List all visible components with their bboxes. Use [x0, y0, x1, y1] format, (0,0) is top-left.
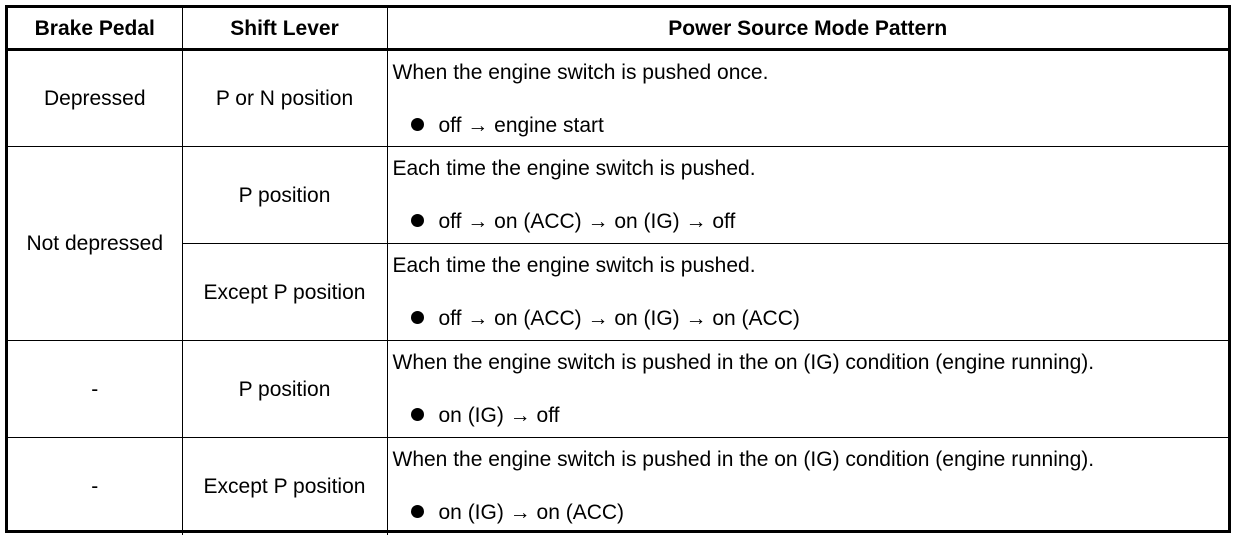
pattern-cell: When the engine switch is pushed in the … [386, 437, 1228, 535]
shift-lever-cell: Except P position [181, 243, 388, 341]
pattern-sequence-text: on (IG) → off [438, 404, 560, 427]
pattern-sequence: on (IG) → on (ACC) [410, 501, 625, 524]
table-row: - P position When the engine switch is p… [8, 340, 1228, 438]
power-source-mode-table-frame: Brake Pedal Shift Lever Power Source Mod… [5, 5, 1231, 535]
brake-pedal-cell: - [8, 437, 183, 535]
pattern-cell: When the engine switch is pushed in the … [386, 340, 1228, 438]
pattern-lead-text: When the engine switch is pushed once. [392, 61, 769, 84]
table-row: Depressed P or N position When the engin… [8, 49, 1228, 147]
power-source-mode-table: Brake Pedal Shift Lever Power Source Mod… [8, 8, 1228, 535]
pattern-sequence-text: off → on (ACC) → on (IG) → off [438, 210, 736, 233]
brake-pedal-cell: Depressed [8, 49, 183, 147]
bullet-icon [410, 214, 424, 227]
shift-lever-cell: P position [181, 340, 388, 438]
pattern-cell: Each time the engine switch is pushed. o… [386, 243, 1228, 341]
table-row: - Except P position When the engine swit… [8, 437, 1228, 535]
pattern-lead-text: Each time the engine switch is pushed. [392, 254, 756, 277]
pattern-sequence: off → on (ACC) → on (IG) → off [410, 210, 736, 233]
brake-pedal-cell: - [8, 340, 183, 438]
table-row: Except P position Each time the engine s… [8, 243, 1228, 341]
bullet-icon [410, 505, 424, 518]
header-shift-lever: Shift Lever [181, 8, 388, 51]
bullet-icon [410, 408, 424, 421]
shift-lever-cell: P or N position [181, 49, 388, 147]
pattern-lead-text: When the engine switch is pushed in the … [392, 351, 1095, 374]
pattern-sequence-text: on (IG) → on (ACC) [438, 501, 625, 524]
shift-lever-cell: P position [181, 146, 388, 244]
pattern-sequence-text: off → on (ACC) → on (IG) → on (ACC) [438, 307, 800, 330]
pattern-sequence: off → engine start [410, 114, 604, 137]
pattern-cell: Each time the engine switch is pushed. o… [386, 146, 1228, 244]
pattern-lead-text: When the engine switch is pushed in the … [392, 448, 1095, 471]
pattern-sequence: off → on (ACC) → on (IG) → on (ACC) [410, 307, 800, 330]
pattern-cell: When the engine switch is pushed once. o… [386, 49, 1228, 147]
header-power-source-mode-pattern: Power Source Mode Pattern [386, 8, 1228, 51]
shift-lever-cell: Except P position [181, 437, 388, 535]
bullet-icon [410, 118, 424, 131]
brake-pedal-cell: Not depressed [8, 146, 183, 341]
header-brake-pedal: Brake Pedal [8, 8, 183, 51]
pattern-sequence: on (IG) → off [410, 404, 560, 427]
pattern-sequence-text: off → engine start [438, 114, 604, 137]
bullet-icon [410, 311, 424, 324]
table-row: Not depressed P position Each time the e… [8, 146, 1228, 341]
pattern-lead-text: Each time the engine switch is pushed. [392, 157, 756, 180]
header-row: Brake Pedal Shift Lever Power Source Mod… [8, 8, 1228, 51]
